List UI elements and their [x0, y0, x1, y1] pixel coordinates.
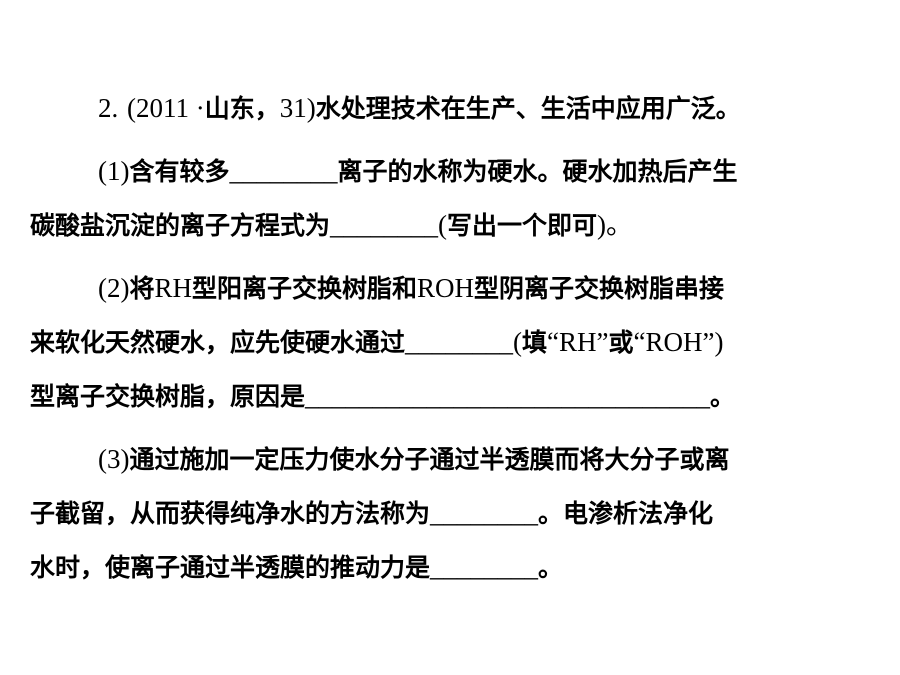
question-line-9: 水时，使离子通过半透膜的推动力是________。: [30, 552, 564, 582]
question-number: 2.: [98, 93, 119, 123]
source-province: 山东: [204, 94, 255, 123]
question-intro: 水处理技术在生产、生活中应用广泛。: [315, 94, 741, 123]
answer-blank: ________: [229, 156, 338, 186]
source-number: 31): [279, 93, 316, 123]
question-line-1: 2. (2011 ·山东，31)水处理技术在生产、生活中应用广泛。: [98, 93, 741, 123]
answer-blank: ________: [430, 552, 539, 582]
question-line-2: (1)含有较多________离子的水称为硬水。硬水加热后产生: [98, 156, 738, 186]
answer-blank: ________(: [330, 210, 448, 240]
question-line-3: 碳酸盐沉淀的离子方程式为________(写出一个即可)。: [30, 210, 634, 240]
answer-blank: ________(: [405, 327, 523, 357]
question-line-6: 型离子交换树脂，原因是_____________________________…: [30, 381, 736, 411]
question-line-7: (3)通过施加一定压力使水分子通过半透膜而将大分子或离: [98, 444, 730, 474]
part-label-2: (2): [98, 273, 130, 303]
part-label-3: (3): [98, 444, 130, 474]
part-label-1: (1): [98, 156, 130, 186]
question-line-5: 来软化天然硬水，应先使硬水通过________(填“RH”或“ROH”): [30, 327, 724, 357]
answer-blank: ________: [430, 498, 539, 528]
source-year: (2011 ·: [126, 93, 205, 123]
question-line-8: 子截留，从而获得纯净水的方法称为________。电渗析法净化: [30, 498, 714, 528]
question-line-4: (2)将RH型阳离子交换树脂和ROH型阴离子交换树脂串接: [98, 273, 725, 303]
answer-blank: ______________________________: [305, 381, 711, 411]
